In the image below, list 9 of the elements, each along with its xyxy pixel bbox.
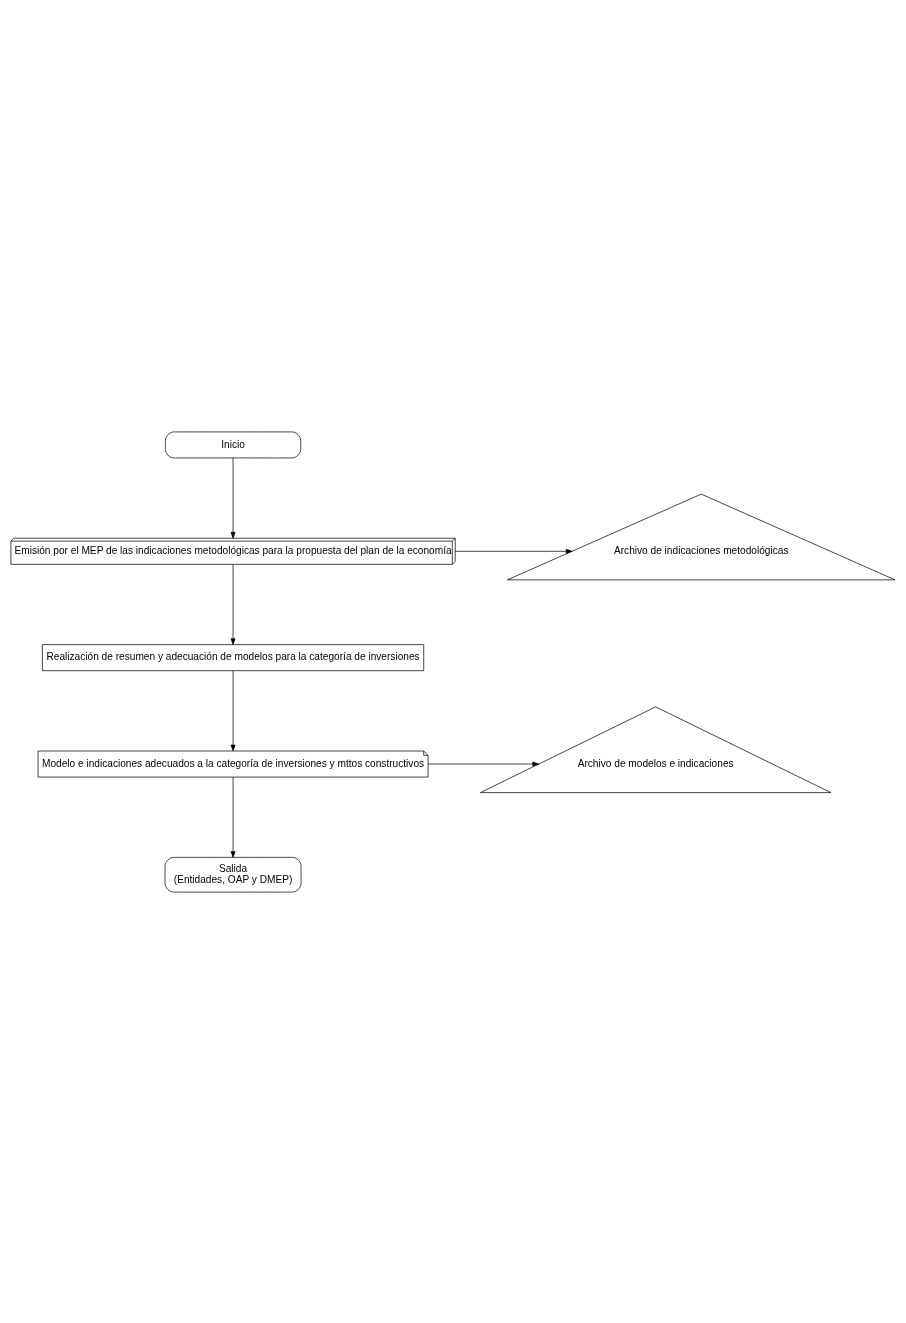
arrow <box>230 457 236 538</box>
node-box: Realización de resumen y adecuación de modelos para la categoría de inversiones <box>42 643 425 671</box>
node-box: Inicio <box>165 431 302 458</box>
arrow <box>230 776 236 858</box>
node-box: Salida (Entidades, OAP y DMEP) <box>164 856 302 892</box>
arrow <box>230 669 236 751</box>
arrow <box>427 761 539 766</box>
arrow <box>230 563 236 645</box>
arrow <box>454 548 573 554</box>
